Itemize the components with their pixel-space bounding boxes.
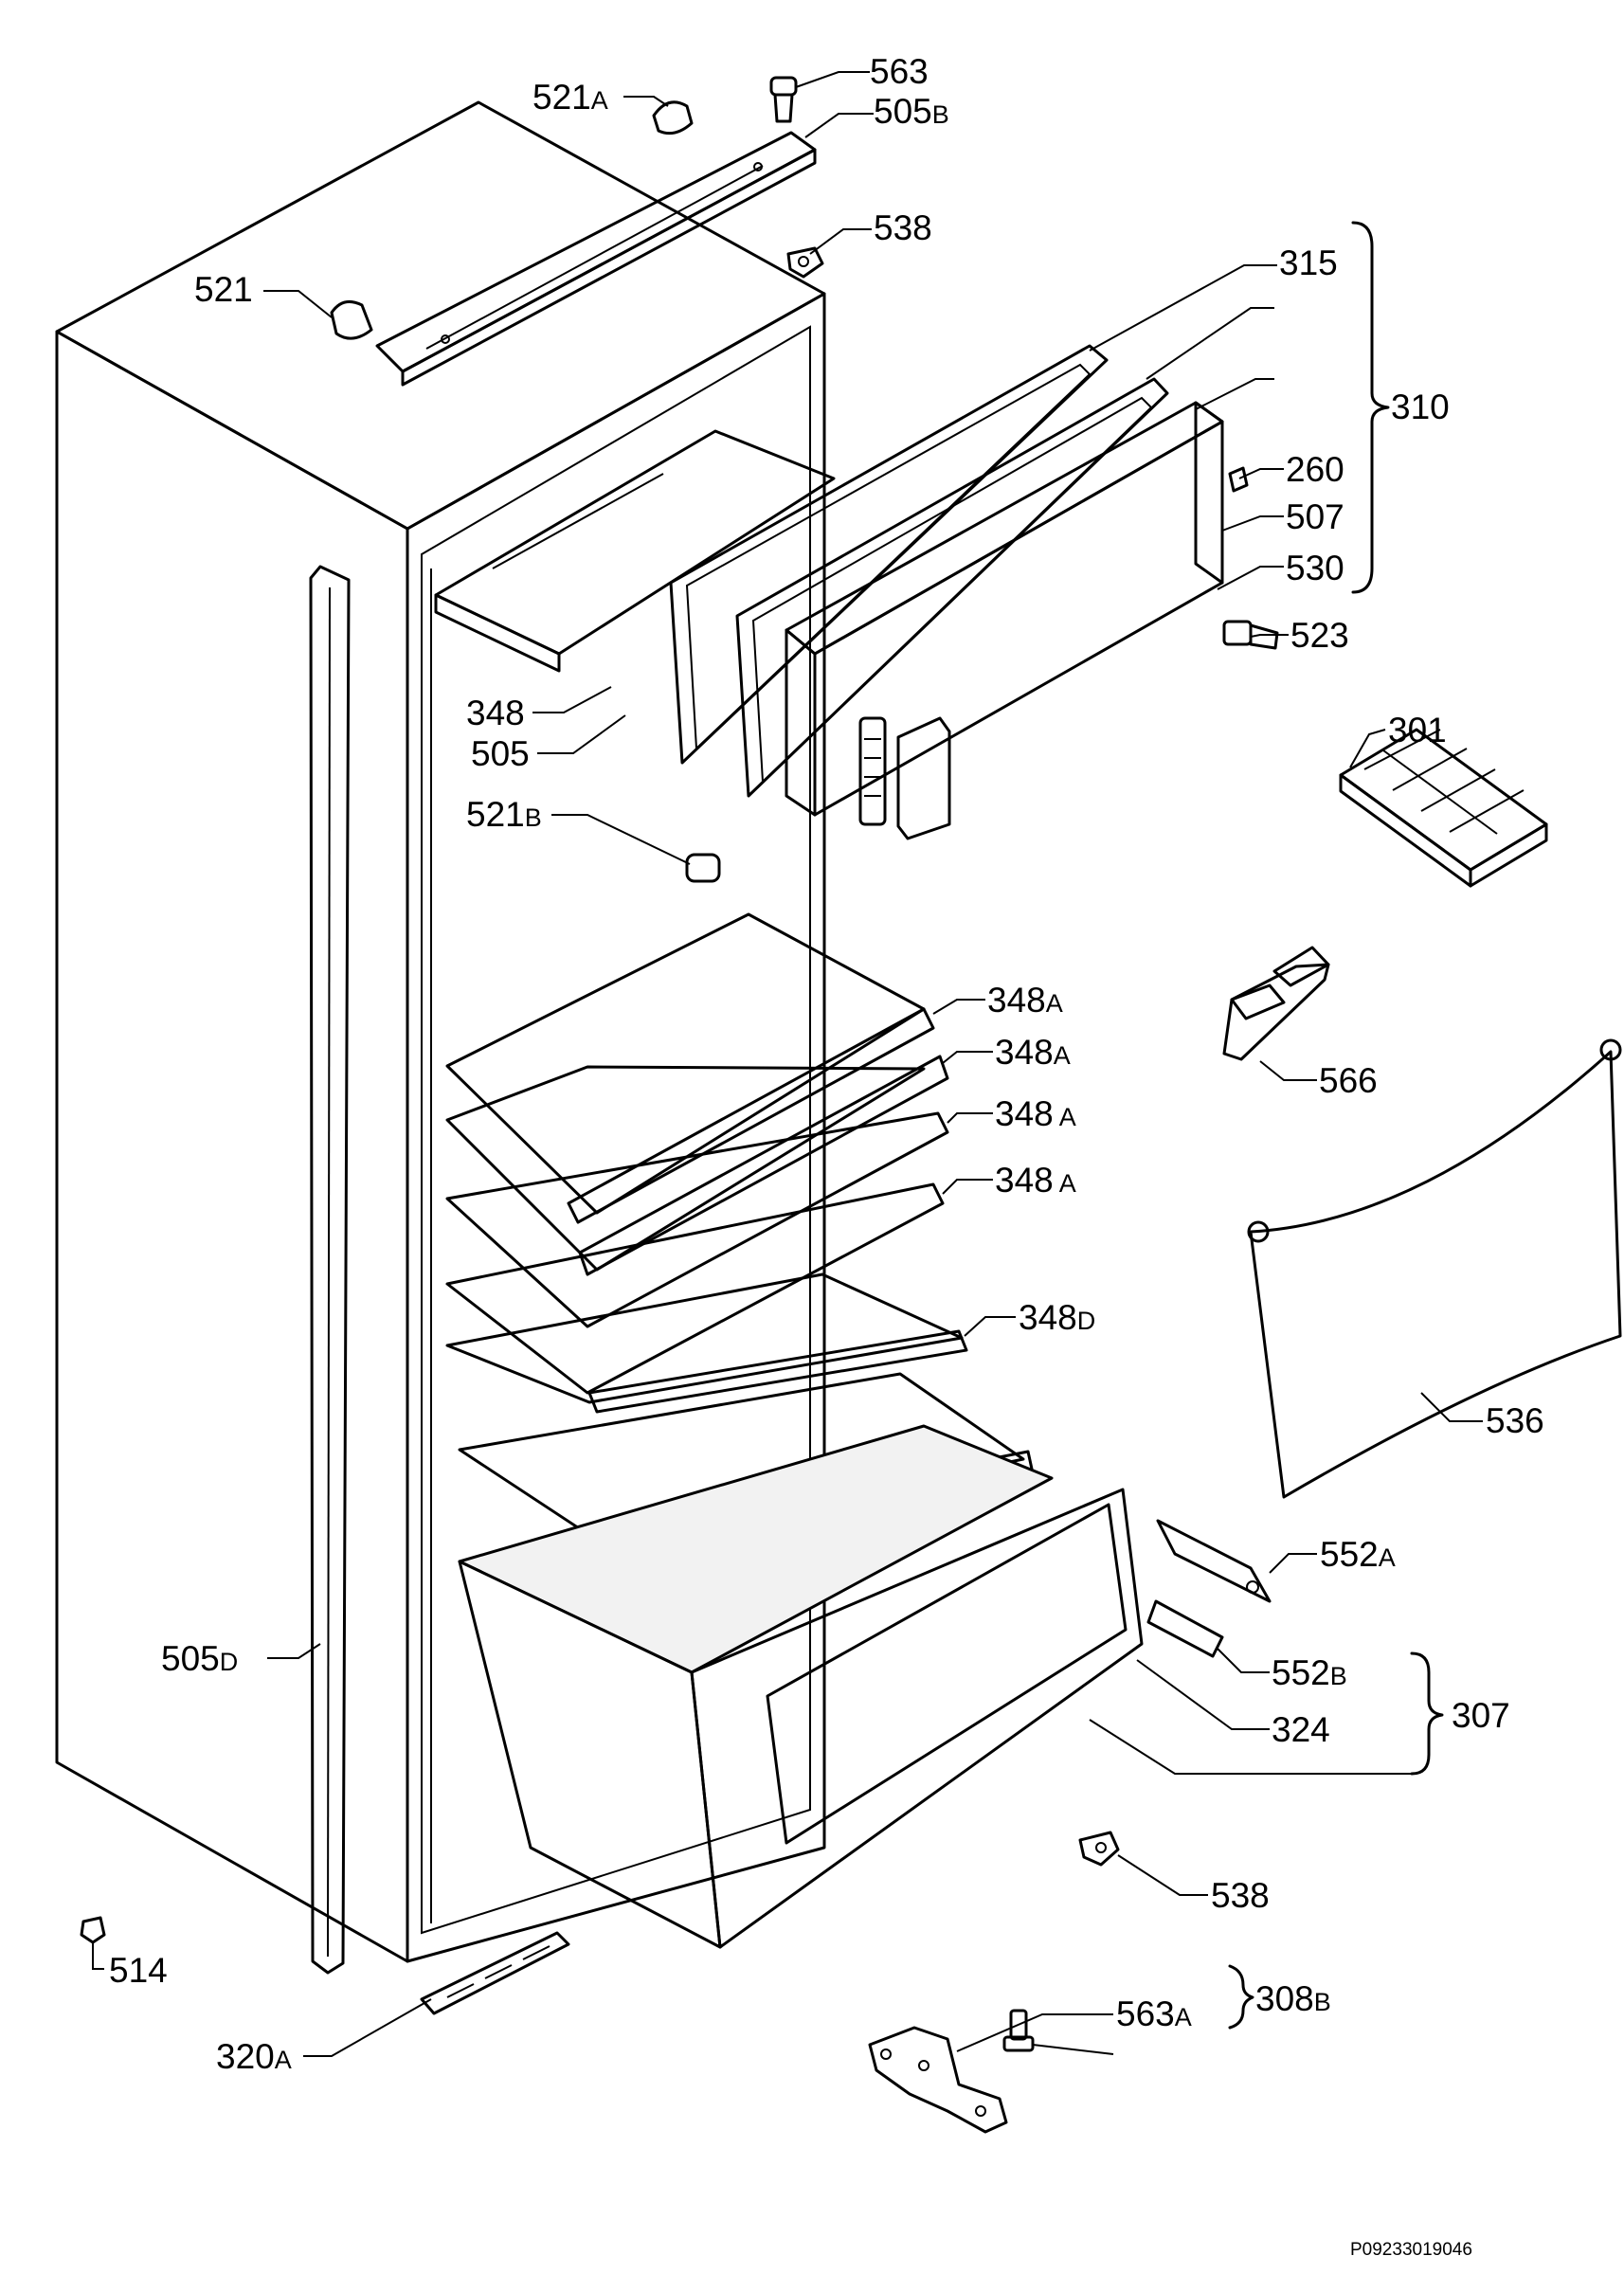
callout-505: 505 [471,734,530,773]
plug-523 [1222,620,1279,650]
callout-308b: 308B [1255,1979,1331,2018]
callout-301: 301 [1388,711,1447,749]
callout-538-top: 538 [874,208,932,247]
shelf-cover-536 [1247,1038,1622,1499]
callout-530: 530 [1286,549,1344,587]
cabinet-body [55,100,826,1963]
callout-348: 348 [466,694,525,732]
runner-552b [1146,1599,1224,1658]
screw-563 [769,76,798,123]
callout-348a-3: 348 A [995,1094,1076,1133]
callout-348a-4: 348 A [995,1161,1076,1200]
callout-505b: 505B [874,92,949,131]
callout-348a-1: 348A [987,981,1063,1020]
bottom-hinge [868,2026,1008,2134]
callout-521: 521 [194,270,253,309]
glass-shelf-348a-2 [445,1055,949,1276]
glass-shelf-348a-3 [445,1111,949,1328]
glass-shelf-348d [445,1272,968,1414]
hinge-pin-538-bottom [1078,1831,1120,1867]
callout-348d: 348D [1019,1298,1095,1337]
callout-labels: 521A 563 505B 538 521 315 310 260 507 53… [109,52,1544,2260]
cap-521b [685,853,721,883]
callout-566: 566 [1319,1061,1378,1100]
door-seal-strip [309,565,351,1975]
callout-538-bottom: 538 [1211,1876,1270,1915]
cover-cap-521 [330,299,373,340]
callout-307: 307 [1452,1696,1510,1735]
callout-563a: 563A [1116,1994,1192,2033]
drawing-code: P09233019046 [1350,2240,1472,2260]
ice-scraper [1222,946,1330,1061]
latch-260 [1228,466,1249,493]
cover-cap-521a [652,100,694,135]
leader-lines [92,71,1483,2057]
screw-514 [80,1916,106,1944]
hinge-pin-538-top [786,246,824,279]
runner-552a [1156,1519,1272,1603]
ice-cube-tray [1339,728,1548,888]
callout-521b: 521B [466,795,542,834]
glass-shelf-348a-4 [445,1182,945,1395]
vent-strip-320a [420,1931,570,2015]
callout-320a: 320A [216,2037,292,2076]
crisper-drawer [458,1424,1144,1949]
callout-348a-2: 348A [995,1033,1071,1072]
callout-523: 523 [1290,616,1349,655]
callout-536: 536 [1486,1401,1544,1440]
callout-310: 310 [1391,388,1450,426]
freezer-door-assembly [669,344,1224,840]
screw-563a [1002,2009,1035,2052]
callout-552b: 552B [1272,1653,1347,1692]
glass-shelf-348a-1 [445,912,935,1224]
callout-260: 260 [1286,450,1344,489]
top-rail [375,131,817,387]
callout-507: 507 [1286,497,1344,536]
callout-521a: 521A [532,78,608,117]
callout-552a: 552A [1320,1535,1396,1574]
glass-shelf-upper [434,429,836,673]
callout-563: 563 [870,52,929,91]
callout-324: 324 [1272,1710,1330,1749]
callout-505d: 505D [161,1639,238,1678]
callout-315: 315 [1279,244,1338,282]
callout-514: 514 [109,1951,168,1990]
